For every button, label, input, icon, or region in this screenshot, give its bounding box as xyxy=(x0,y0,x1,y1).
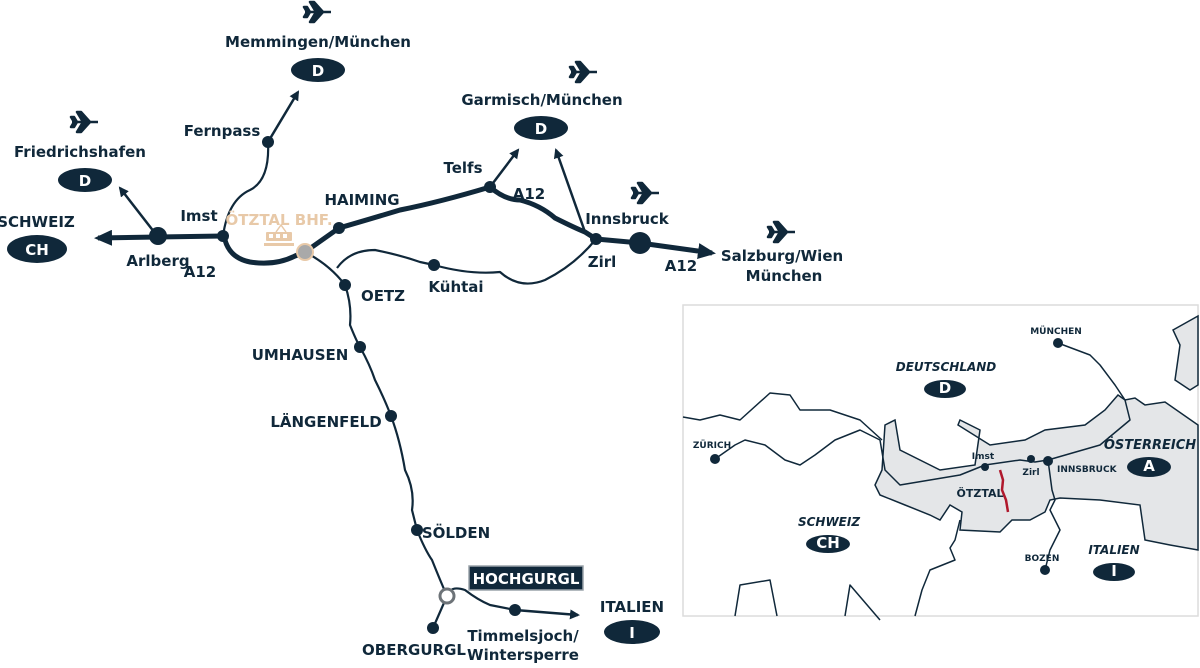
fernpass-label: Fernpass xyxy=(184,122,261,140)
munchen-label: München xyxy=(746,267,823,285)
a12-label: A12 xyxy=(513,185,545,203)
salzburg-label: Salzburg/Wien xyxy=(721,247,843,265)
oetz-label: OETZ xyxy=(361,287,405,305)
country-badges: D D D CH I xyxy=(7,58,660,644)
roads xyxy=(94,90,716,629)
airplane-icon xyxy=(630,181,661,205)
umhausen-marker[interactable] xyxy=(354,341,366,353)
inset-deutschland-label: DEUTSCHLAND xyxy=(896,360,997,374)
arlberg-marker[interactable] xyxy=(149,227,167,245)
inset-munchen-label: MÜNCHEN xyxy=(1030,326,1082,337)
wintersperre-label: Wintersperre xyxy=(467,646,579,664)
airplane-icon xyxy=(69,110,100,134)
imst-marker[interactable] xyxy=(217,230,229,242)
a12-label: A12 xyxy=(665,257,697,275)
kuhtai-label: Kühtai xyxy=(428,278,483,296)
memmingen-label: Memmingen/München xyxy=(225,33,411,51)
country-badge-d: D xyxy=(312,62,324,80)
inset-schweiz-label: SCHWEIZ xyxy=(798,515,860,529)
italien-label: ITALIEN xyxy=(600,598,664,616)
inset-otztal-label: ÖTZTAL xyxy=(956,486,1003,500)
solden-label: SÖLDEN xyxy=(422,523,490,542)
garmisch-label: Garmisch/München xyxy=(461,91,622,109)
hochgurgl-label: HOCHGURGL xyxy=(473,570,580,588)
inset-italien-label: ITALIEN xyxy=(1088,543,1139,557)
innsbruck-label: Innsbruck xyxy=(585,210,670,228)
langenfeld-marker[interactable] xyxy=(385,410,397,422)
inset-badge-i: I xyxy=(1111,562,1117,580)
zirl-marker[interactable] xyxy=(590,233,602,245)
haiming-label: HAIMING xyxy=(324,191,399,209)
kuhtai-marker[interactable] xyxy=(428,259,440,271)
inset-innsbruck-label: INNSBRUCK xyxy=(1057,465,1118,475)
airplane-icon xyxy=(302,0,333,24)
zirl-label: Zirl xyxy=(588,253,617,271)
obergurgl-label: OBERGURGL xyxy=(362,641,466,659)
otztal-bhf-label: ÖTZTAL BHF. xyxy=(225,210,332,229)
innsbruck-marker[interactable] xyxy=(629,232,651,254)
schweiz-label: SCHWEIZ xyxy=(0,213,75,231)
labels: Memmingen/München Friedrichshafen Garmis… xyxy=(0,33,843,664)
solden-marker[interactable] xyxy=(411,524,423,536)
airplane-icon xyxy=(568,60,599,84)
inset-osterreich-label: ÖSTERREICH xyxy=(1104,437,1196,453)
place-markers xyxy=(149,136,651,634)
inset-badge-ch: CH xyxy=(816,534,840,552)
langenfeld-label: LÄNGENFELD xyxy=(270,412,381,431)
timmelsjoch-marker[interactable] xyxy=(509,604,521,616)
oetz-marker[interactable] xyxy=(339,279,351,291)
otztal-bhf-marker[interactable] xyxy=(296,243,314,261)
inset-map: DEUTSCHLAND D ÖSTERREICH A SCHWEIZ CH IT… xyxy=(682,304,1199,621)
country-badge-d: D xyxy=(535,120,547,138)
inset-bozen-label: BOZEN xyxy=(1025,554,1060,564)
fernpass-marker[interactable] xyxy=(262,136,274,148)
inset-imst-label: Imst xyxy=(972,452,995,462)
country-badge-d: D xyxy=(79,172,91,190)
train-icon xyxy=(264,223,294,246)
airplane-icon xyxy=(766,220,797,244)
imst-label: Imst xyxy=(180,207,217,225)
telfs-marker[interactable] xyxy=(484,181,496,193)
inset-zurich-label: ZÜRICH xyxy=(693,440,731,451)
telfs-label: Telfs xyxy=(443,159,482,177)
umhausen-label: UMHAUSEN xyxy=(252,346,349,364)
obergurgl-marker[interactable] xyxy=(427,622,439,634)
inset-zirl-label: Zirl xyxy=(1022,468,1039,478)
haiming-marker[interactable] xyxy=(333,222,345,234)
a12-label: A12 xyxy=(184,263,216,281)
timmelsjoch-label: Timmelsjoch/ xyxy=(467,627,579,645)
friedrichshafen-label: Friedrichshafen xyxy=(14,143,146,161)
arlberg-label: Arlberg xyxy=(126,252,189,270)
hochgurgl-marker[interactable] xyxy=(438,587,456,605)
inset-badge-a: A xyxy=(1143,457,1155,475)
country-badge-i: I xyxy=(629,624,635,642)
country-badge-ch: CH xyxy=(25,241,49,259)
inset-badge-d: D xyxy=(939,379,951,397)
austria-region xyxy=(874,393,1199,551)
